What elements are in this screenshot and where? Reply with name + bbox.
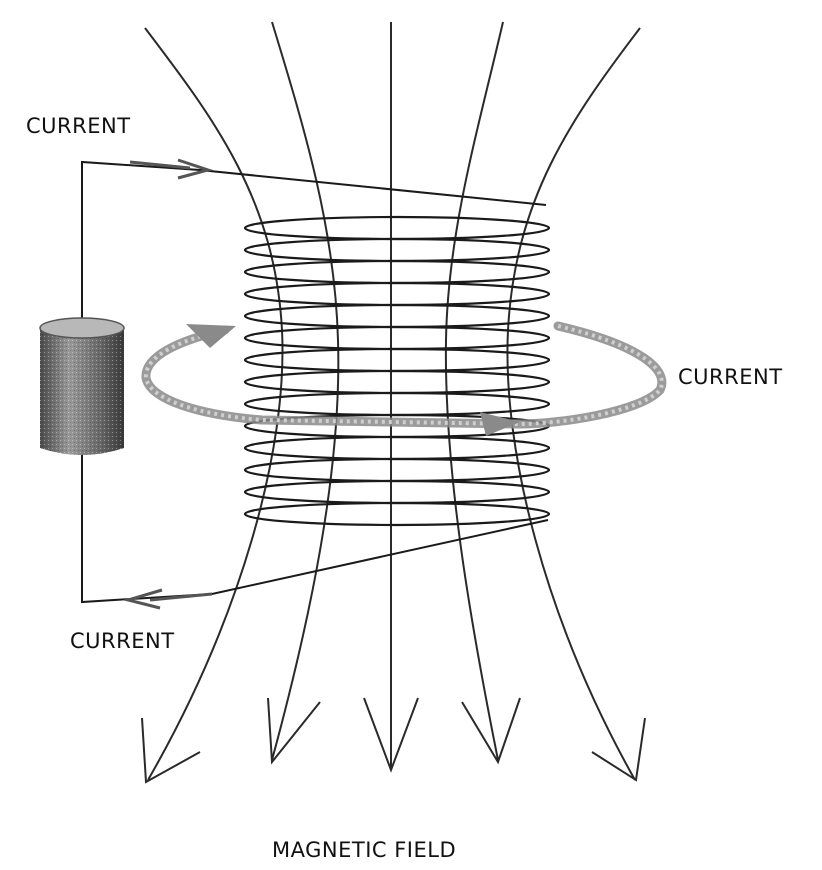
swirl-arrow-mid (480, 412, 520, 436)
circuit-wires (81, 158, 549, 610)
battery-body-texture (40, 330, 124, 455)
coil-loop (243, 281, 551, 307)
coil-loop (243, 457, 551, 483)
coil-loop (243, 391, 551, 417)
swirl-arrow-left (186, 324, 236, 348)
current-swirl (141, 321, 667, 436)
field-arrow-5 (591, 717, 646, 782)
current-label-right: CURRENT (678, 365, 783, 389)
current-label-bottom: CURRENT (70, 629, 175, 653)
field-arrowheads (141, 697, 646, 784)
coil-loop (243, 325, 551, 351)
field-line-4 (444, 21, 504, 761)
wire-arrow-bottom (122, 588, 213, 610)
field-arrow-4 (461, 697, 521, 765)
wire-arrow-top (129, 158, 214, 180)
battery (39, 317, 125, 455)
coil-loop (243, 237, 551, 263)
wire-top (81, 160, 547, 326)
coil (243, 215, 551, 527)
field-line-1 (144, 27, 284, 781)
coil-loop (243, 369, 551, 395)
current-label-top: CURRENT (26, 114, 131, 138)
field-arrow-3 (363, 697, 419, 773)
field-line-5 (506, 27, 641, 781)
magnetic-field-label: MAGNETIC FIELD (272, 838, 456, 862)
coil-loop (243, 479, 551, 505)
field-line-2 (271, 21, 340, 761)
coil-loop (243, 347, 551, 373)
swirl-front-highlight (143, 324, 664, 427)
magnetic-field-lines (144, 21, 641, 781)
field-arrow-1 (141, 717, 201, 784)
coil-loop (243, 215, 551, 241)
coil-loop (243, 303, 551, 329)
swirl-front (141, 321, 667, 429)
coil-loop (243, 259, 551, 285)
field-arrow-2 (267, 697, 321, 765)
battery-top (39, 317, 125, 339)
coil-loop (243, 435, 551, 461)
wire-bottom (81, 450, 549, 604)
coil-loop (243, 501, 551, 527)
